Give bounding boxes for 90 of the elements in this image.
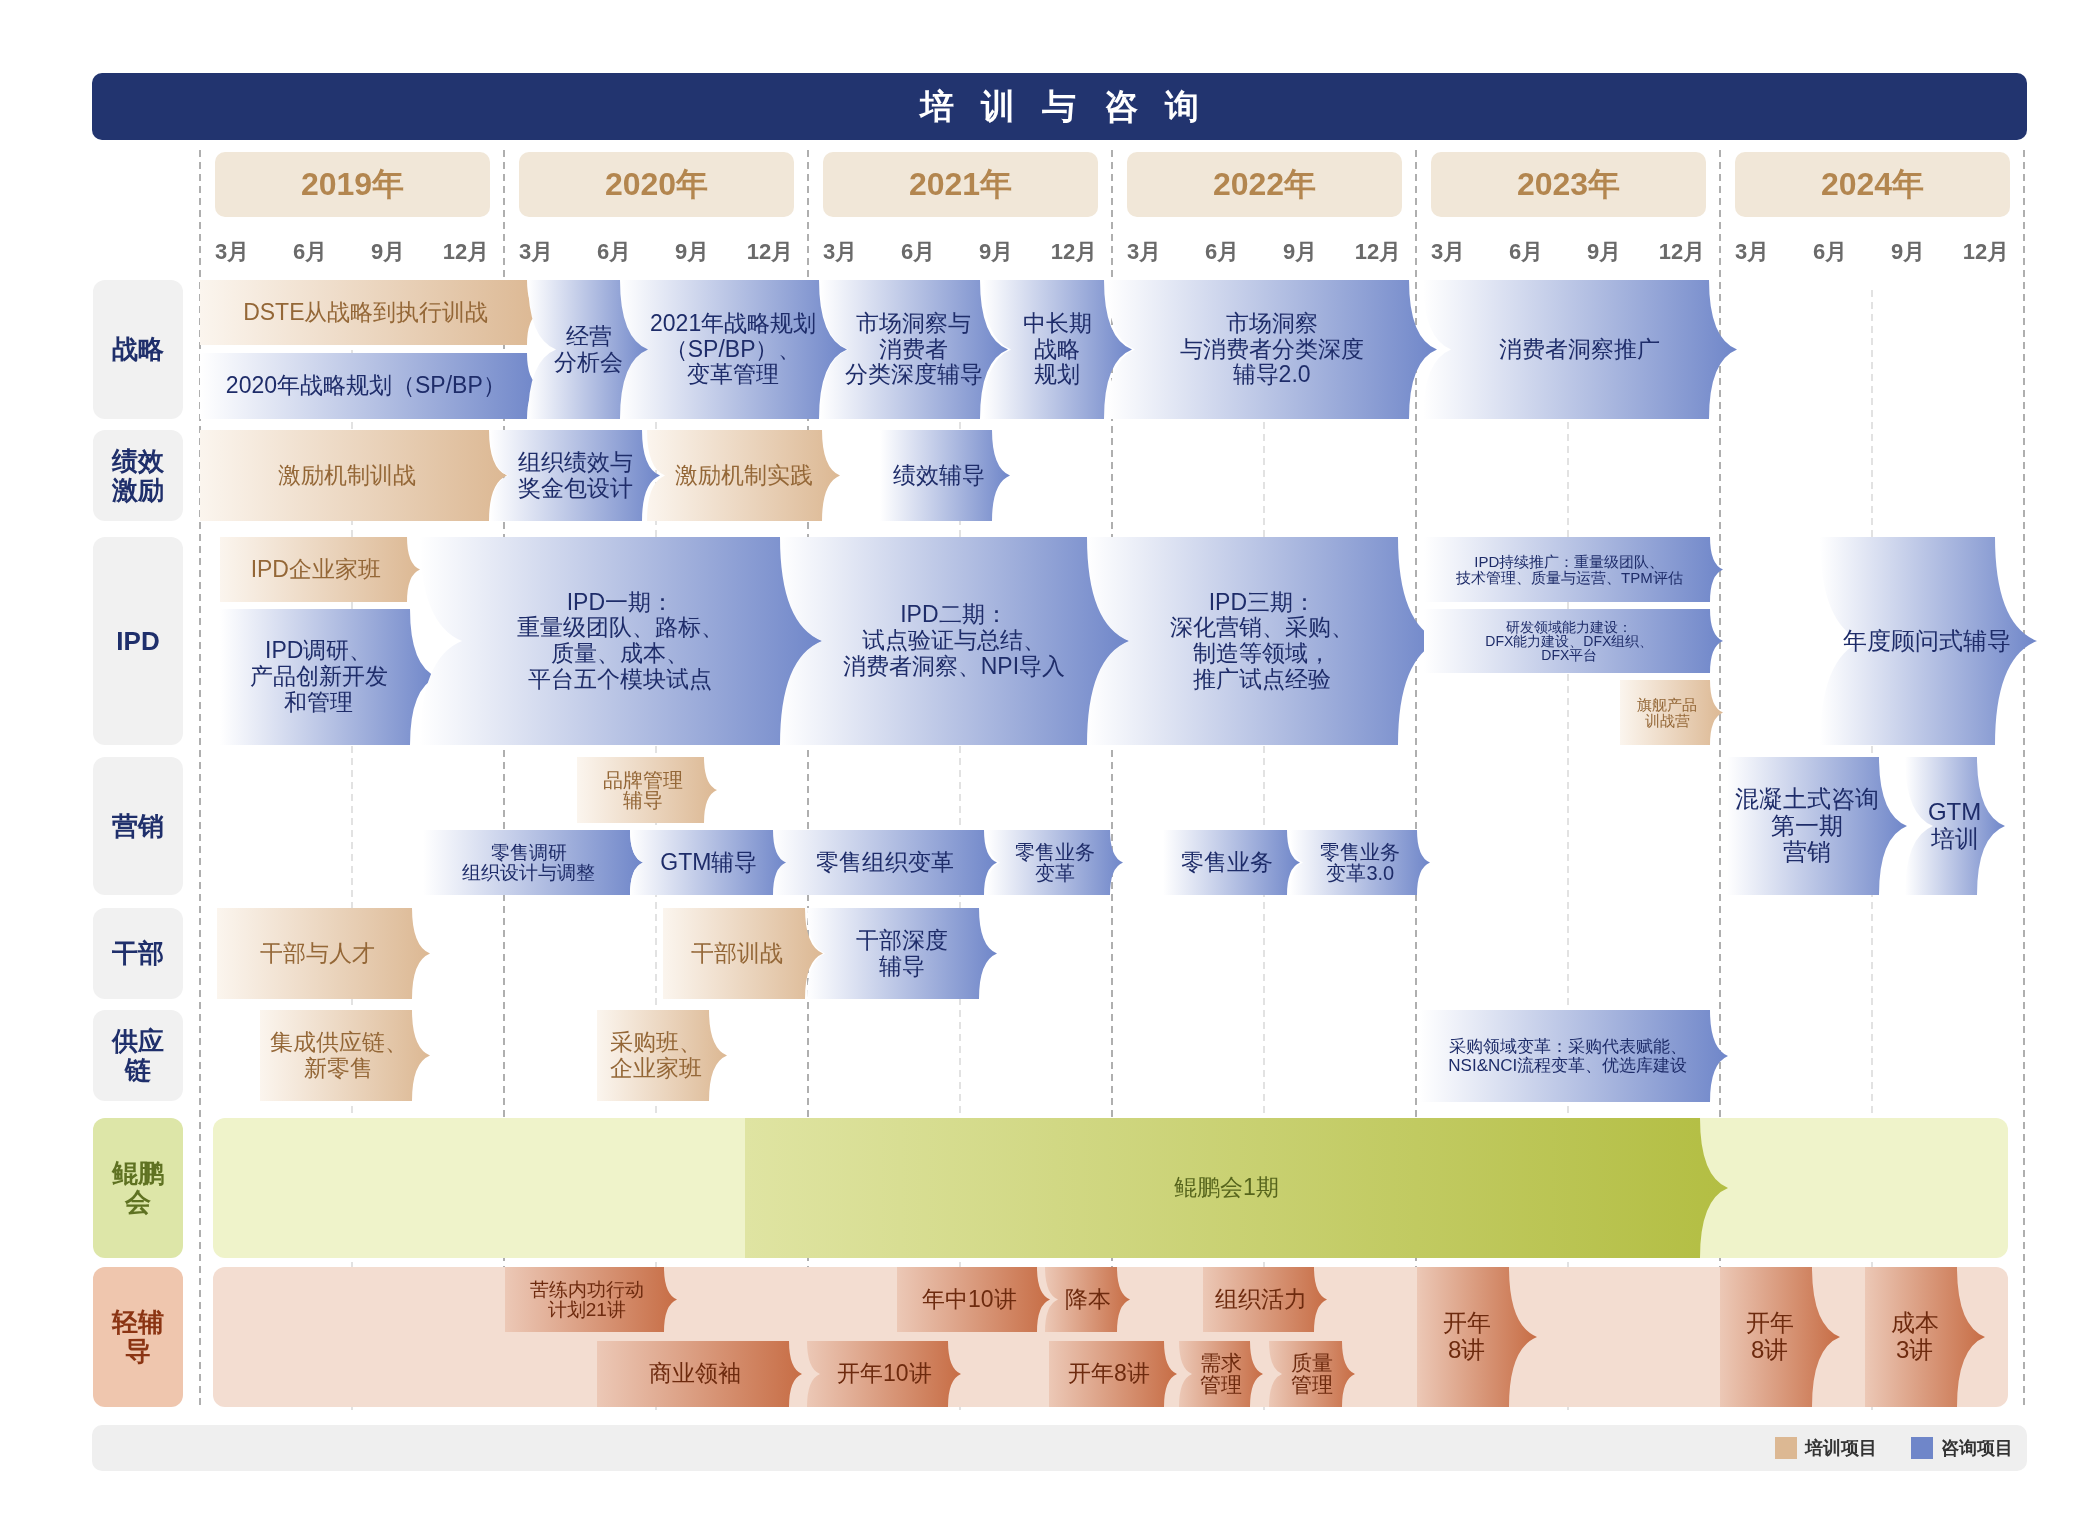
year-header: 2024年: [1735, 152, 2010, 217]
project-label: IPD调研、产品创新开发和管理: [249, 638, 388, 716]
project-label: 干部训战: [690, 940, 783, 967]
project-label: 开年8讲: [1442, 1310, 1491, 1364]
month-label: 6月: [596, 239, 632, 266]
year-header: 2023年: [1431, 152, 1706, 217]
project-label: 消费者洞察推广: [1499, 336, 1661, 363]
project-label: 中长期战略规划: [1022, 310, 1092, 389]
project-label: 零售业务变革3.0: [1320, 842, 1401, 883]
month-label: 3月: [518, 239, 554, 266]
month-label: 9月: [1282, 239, 1318, 266]
row-header: 轻辅导: [93, 1267, 183, 1407]
title-banner: 培训与咨询: [92, 73, 2027, 140]
legend-label: 咨询项目: [1941, 1437, 2013, 1460]
project-label: 零售调研组织设计与调整: [462, 843, 596, 882]
project-label: 研发领域能力建设：DFX能力建设、DFX组织、DFX平台: [1485, 619, 1654, 663]
project-label: IPD三期：深化营销、采购、制造等领域，推广试点经验: [1170, 589, 1355, 693]
project-label: 激励机制训战: [278, 462, 417, 489]
project-label: 零售业务变革: [1015, 842, 1096, 883]
project-label: 商业领袖: [649, 1361, 742, 1387]
year-header: 2021年: [823, 152, 1098, 217]
row-header: IPD: [93, 537, 183, 745]
project-label: 组织活力: [1214, 1286, 1307, 1313]
project-label: IPD持续推广：重量级团队、技术管理、质量与运营、TPM评估: [1455, 553, 1683, 586]
year-header: 2019年: [215, 152, 490, 217]
month-label: 9月: [370, 239, 406, 266]
legend-label: 培训项目: [1805, 1437, 1877, 1460]
month-label: 9月: [978, 239, 1014, 266]
project-label: IPD企业家班: [250, 556, 381, 583]
project-label: 混凝土式咨询第一期营销: [1734, 785, 1879, 867]
project-label: 年中10讲: [922, 1286, 1017, 1313]
row-header: 干部: [93, 908, 183, 999]
project-label: 集成供应链、新零售: [269, 1029, 408, 1082]
year-header: 2022年: [1127, 152, 1402, 217]
project-label: 鲲鹏会1期: [1173, 1175, 1279, 1201]
month-label: 6月: [1508, 239, 1544, 266]
month-label: 6月: [900, 239, 936, 266]
project-label: 干部深度辅导: [856, 927, 949, 980]
row-header: 营销: [93, 757, 183, 895]
project-label: 零售业务: [1181, 849, 1274, 876]
month-label: 3月: [214, 239, 250, 266]
project-label: 2021年战略规划（SP/BP）、变革管理: [650, 310, 817, 389]
month-label: 12月: [1658, 239, 1706, 266]
project-label: 绩效辅导: [892, 462, 985, 489]
project-label: 激励机制实践: [674, 462, 813, 489]
project-label: 采购班、企业家班: [609, 1029, 702, 1082]
month-label: 6月: [292, 239, 328, 266]
month-label: 12月: [442, 239, 490, 266]
month-label: 9月: [674, 239, 710, 266]
row-header: 绩效激励: [93, 430, 183, 521]
month-label: 12月: [1050, 239, 1098, 266]
project-label: 市场洞察与消费者分类深度辅导: [844, 310, 983, 389]
month-label: 3月: [1734, 239, 1770, 266]
month-label: 6月: [1812, 239, 1848, 266]
month-label: 12月: [746, 239, 794, 266]
project-label: 苦练内功行动计划21讲: [529, 1280, 644, 1319]
project-label: 零售组织变革: [816, 849, 955, 876]
project-label: 开年10讲: [837, 1361, 932, 1387]
project-label: 降本: [1064, 1286, 1111, 1313]
row-header: 战略: [93, 280, 183, 419]
project-label: 经营分析会: [554, 323, 624, 376]
row-header: 供应链: [93, 1010, 183, 1101]
project-label: 成本3讲: [1890, 1310, 1939, 1364]
month-label: 12月: [1354, 239, 1402, 266]
year-header: 2020年: [519, 152, 794, 217]
project-label: IPD二期：试点验证与总结、消费者洞察、NPI导入: [842, 602, 1066, 680]
project-label: 干部与人才: [259, 940, 375, 967]
project-label: 开年8讲: [1067, 1361, 1150, 1387]
project-label: 开年8讲: [1745, 1310, 1794, 1364]
project-label: 市场洞察与消费者分类深度辅导2.0: [1179, 310, 1364, 389]
project-label: IPD一期：重量级团队、路标、质量、成本、平台五个模块试点: [516, 589, 724, 693]
project-label: 品牌管理辅导: [602, 769, 683, 811]
month-label: 9月: [1586, 239, 1622, 266]
month-label: 3月: [1126, 239, 1162, 266]
month-label: 6月: [1204, 239, 1240, 266]
project-label: 采购领域变革：采购代表赋能、NSI&NCI流程变革、优选库建设: [1448, 1036, 1688, 1076]
month-label: 12月: [1962, 239, 2010, 266]
project-label: 2020年战略规划（SP/BP）: [225, 373, 506, 399]
project-label: 质量管理: [1291, 1351, 1334, 1397]
project-label: GTM辅导: [660, 849, 758, 876]
project-label: DSTE从战略到执行训战: [243, 299, 489, 326]
project-label: 组织绩效与奖金包设计: [517, 449, 633, 502]
project-label: 旗舰产品训战营: [1637, 696, 1698, 729]
project-label: 年度顾问式辅导: [1843, 627, 2012, 655]
project-label: GTM培训: [1927, 799, 1982, 853]
row-header: 鲲鹏会: [93, 1118, 183, 1258]
project-label: 需求管理: [1200, 1351, 1243, 1397]
month-label: 3月: [1430, 239, 1466, 266]
month-label: 3月: [822, 239, 858, 266]
month-label: 9月: [1890, 239, 1926, 266]
